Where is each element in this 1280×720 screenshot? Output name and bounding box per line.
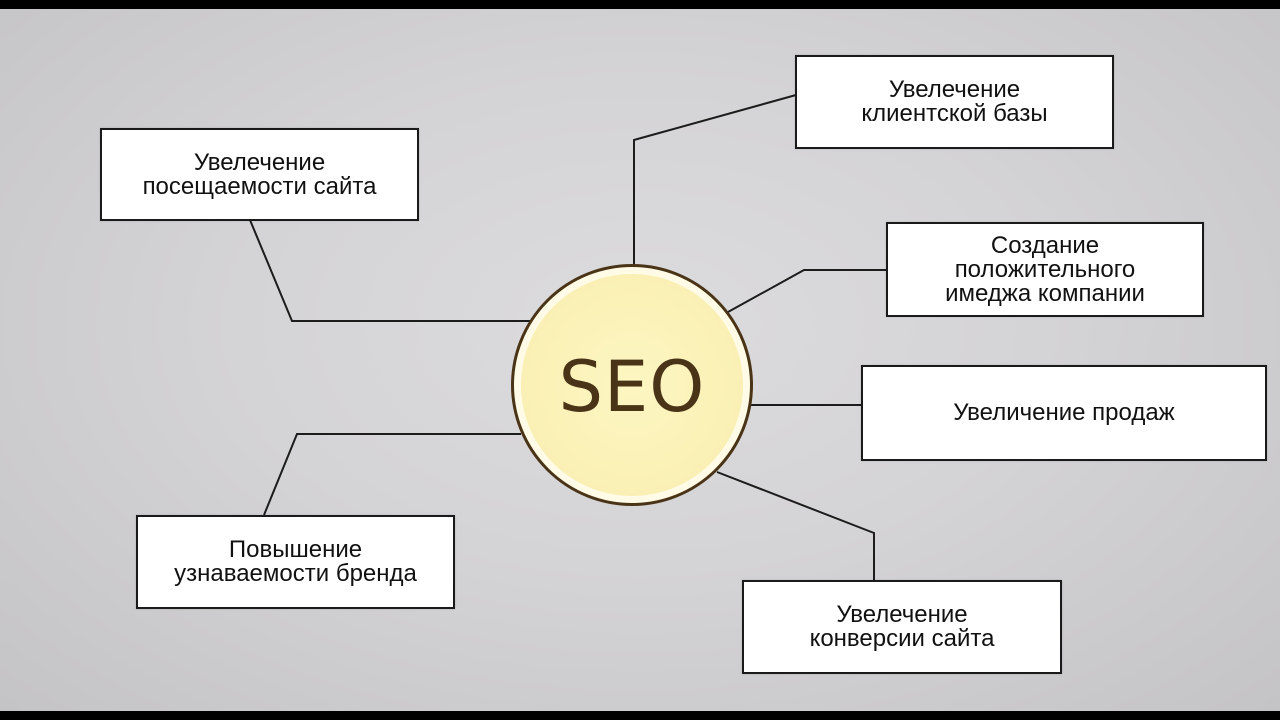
- edge-brand: [263, 433, 521, 516]
- hub-label: SEO: [558, 346, 706, 428]
- edge-client-base: [633, 94, 797, 266]
- node-label: Увеличение продаж: [953, 399, 1175, 426]
- seo-hub-circle: SEO: [511, 264, 753, 506]
- node-sales: Увеличение продаж: [861, 365, 1267, 461]
- node-client-base: Увелечение клиентской базы: [795, 55, 1114, 149]
- node-label: Увелечение клиентской базы: [861, 76, 1048, 127]
- node-label: Увелечение конверсии сайта: [809, 601, 995, 652]
- node-label: Повышение узнаваемости бренда: [174, 536, 417, 587]
- edge-image: [727, 269, 887, 313]
- node-image: Создание положительного имеджа компании: [886, 222, 1204, 317]
- letterbox-bottom: [0, 711, 1280, 720]
- node-conversion: Увелечение конверсии сайта: [742, 580, 1062, 674]
- node-label: Увелечение посещаемости сайта: [142, 148, 377, 200]
- edge-conversion: [716, 471, 875, 581]
- node-traffic: Увелечение посещаемости сайта: [100, 128, 419, 221]
- edge-traffic: [249, 219, 532, 322]
- letterbox-top: [0, 0, 1280, 9]
- node-brand: Повышение узнаваемости бренда: [136, 515, 455, 609]
- node-label: Создание положительного имеджа компании: [945, 231, 1145, 307]
